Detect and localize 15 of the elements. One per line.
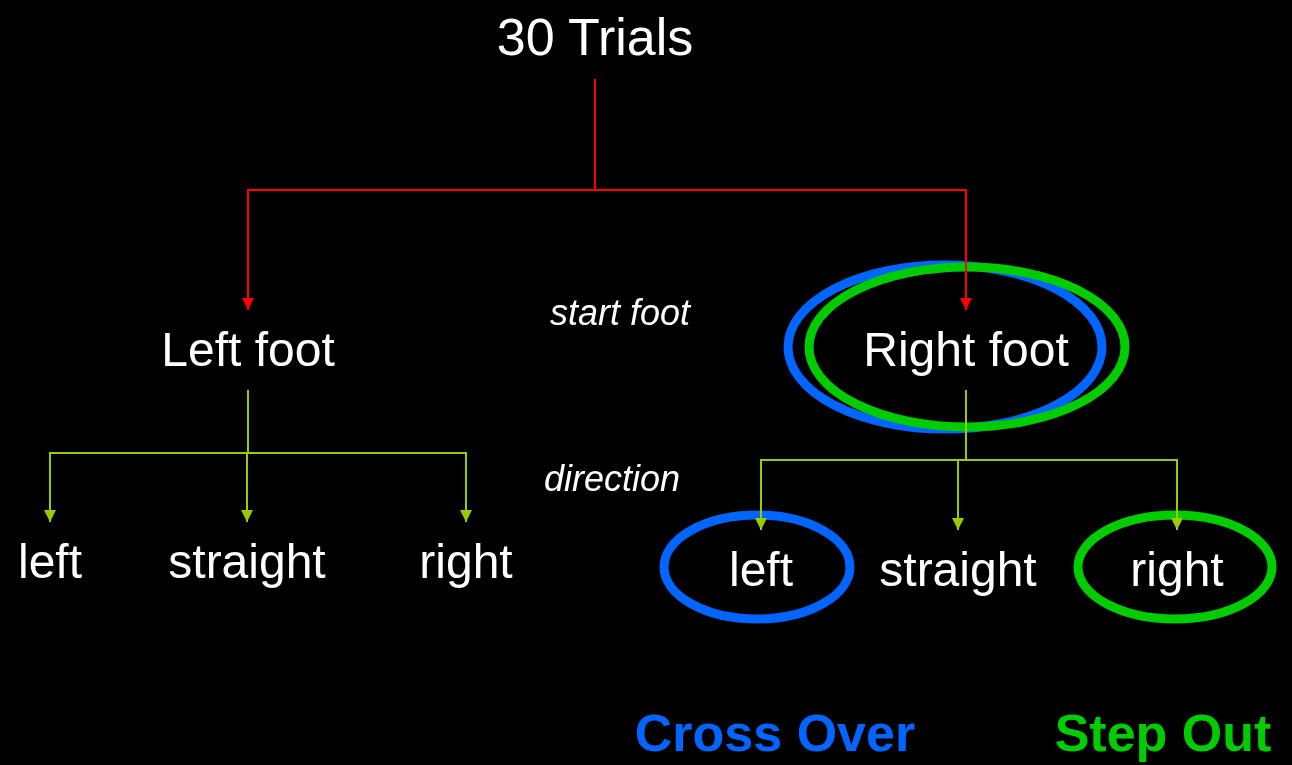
node-label: Right foot [863,323,1069,376]
node-label: 30 Trials [496,8,694,66]
node-label: right [419,535,513,588]
node-label: left [729,543,793,596]
legend-label: Cross Over [634,707,916,759]
arrow [594,78,972,311]
level-label: direction [543,461,681,497]
arrow [965,389,1183,531]
node-label: left [18,535,82,588]
level-label: start foot [549,295,691,331]
node-label: straight [879,543,1037,596]
node-label: Left foot [161,323,335,376]
arrow [247,389,472,523]
node-label: straight [168,535,326,588]
node-label: right [1130,543,1224,596]
